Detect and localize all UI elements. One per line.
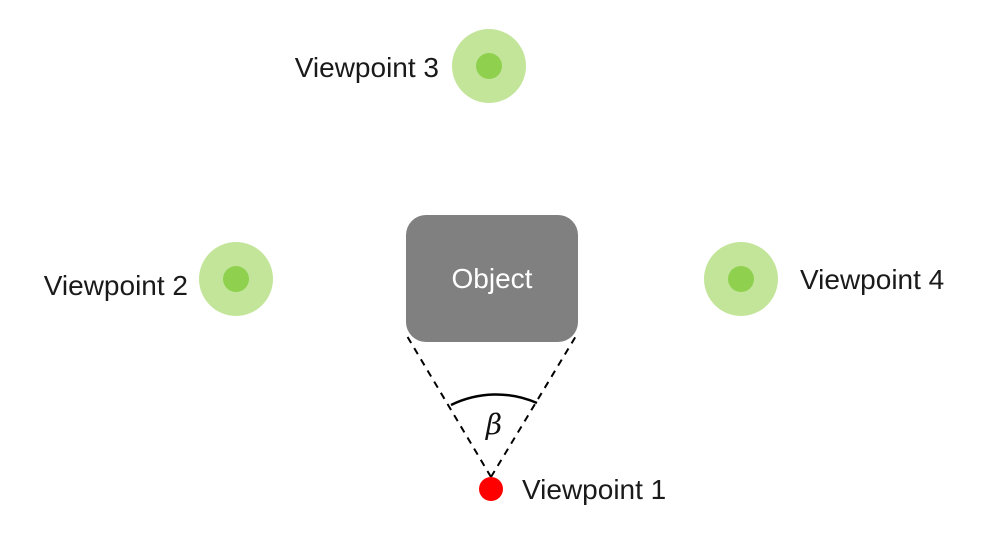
- viewpoint-3-inner-dot: [476, 53, 502, 79]
- fov-line-right: [490, 335, 577, 478]
- viewpoint-2-label: Viewpoint 2: [44, 270, 188, 301]
- viewpoint-3-label: Viewpoint 3: [295, 52, 439, 83]
- viewpoint-4: Viewpoint 4: [704, 242, 944, 316]
- field-of-view: β: [406, 335, 577, 478]
- viewpoint-1-marker: [479, 477, 503, 501]
- object-label: Object: [452, 263, 533, 294]
- angle-label: β: [485, 408, 502, 441]
- viewpoint-4-inner-dot: [728, 266, 754, 292]
- viewpoint-1: Viewpoint 1: [479, 474, 666, 505]
- object-node: Object: [406, 215, 578, 342]
- viewpoint-3: Viewpoint 3: [295, 29, 526, 103]
- viewpoint-4-label: Viewpoint 4: [800, 264, 944, 295]
- viewpoint-2: Viewpoint 2: [44, 242, 273, 316]
- viewpoint-2-inner-dot: [223, 266, 249, 292]
- fov-line-left: [406, 335, 492, 478]
- viewpoint-1-label: Viewpoint 1: [522, 474, 666, 505]
- object-box: [406, 215, 578, 342]
- angle-arc: [450, 393, 538, 407]
